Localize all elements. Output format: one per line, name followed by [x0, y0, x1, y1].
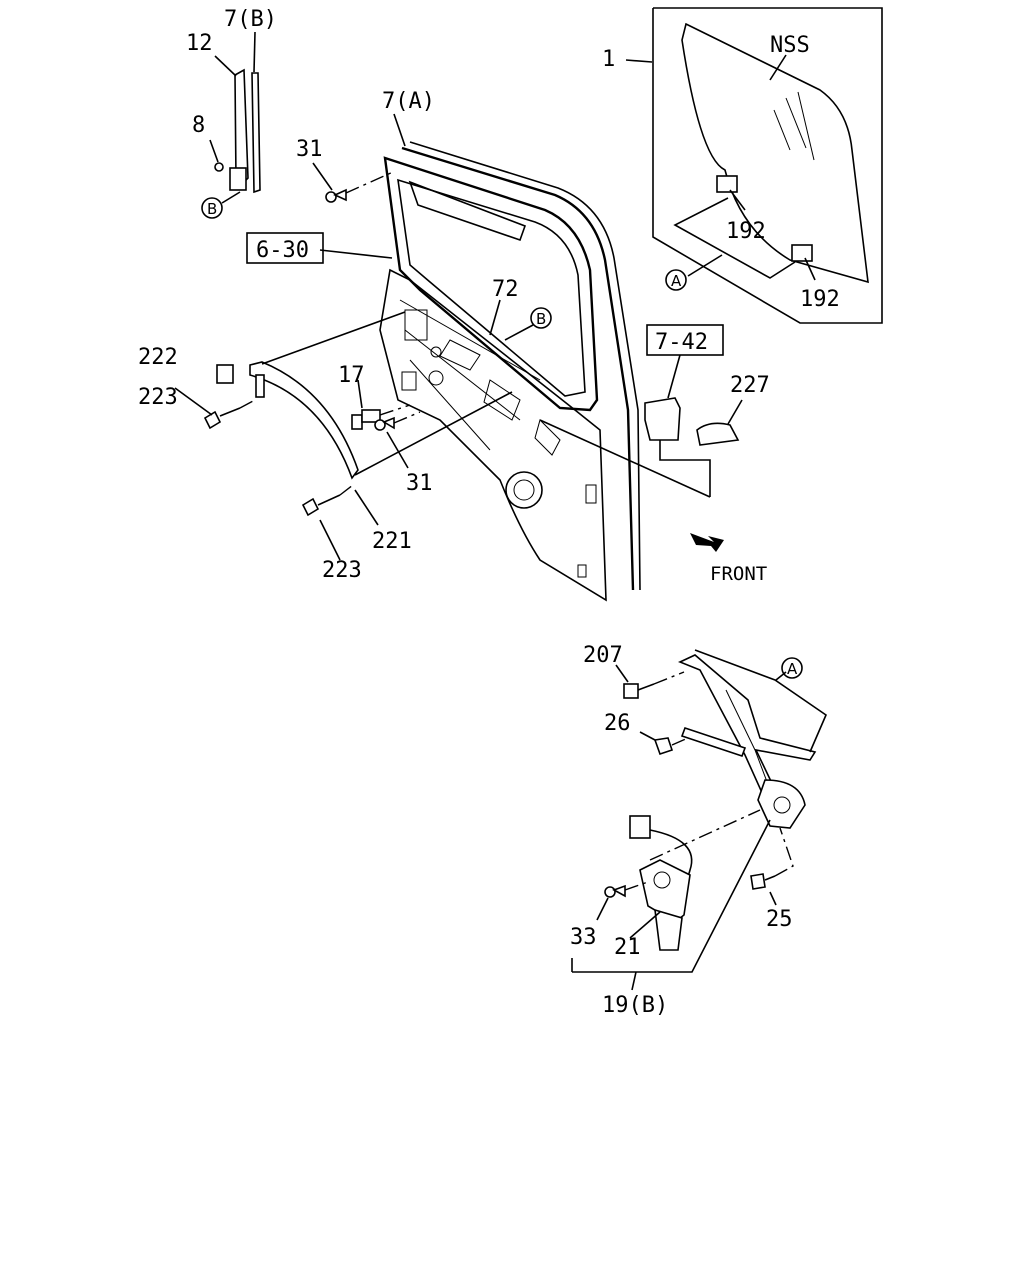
label-31a: 31	[296, 137, 323, 162]
callout-a-glass: A	[665, 269, 687, 291]
label-192b: 192	[800, 287, 840, 312]
label-17: 17	[338, 363, 365, 388]
label-72: 72	[492, 277, 519, 302]
label-7b: 7(B)	[224, 7, 277, 32]
label-31b: 31	[406, 471, 433, 496]
svg-text:B: B	[207, 200, 217, 218]
label-227: 227	[730, 373, 770, 398]
label-nss: NSS	[770, 33, 810, 58]
label-26: 26	[604, 711, 631, 736]
bolts-middle	[351, 379, 421, 469]
label-630-box	[246, 232, 324, 264]
label-221: 221	[372, 529, 412, 554]
lower-sash	[174, 311, 513, 561]
labels: 1 NSS 192 192 7(B) 12 8 7(A) 31 6-30 72 …	[138, 7, 840, 1018]
caps	[539, 354, 743, 552]
label-630: 6-30	[256, 238, 309, 263]
label-7a: 7(A)	[382, 89, 435, 114]
label-742-box	[646, 324, 724, 356]
label-8: 8	[192, 113, 205, 138]
label-12: 12	[186, 31, 213, 56]
label-223b: 223	[322, 558, 362, 583]
callout-b-door: B	[530, 307, 552, 329]
window-regulator	[571, 649, 827, 991]
label-25: 25	[766, 907, 793, 932]
label-207: 207	[583, 643, 623, 668]
door-body	[319, 113, 641, 602]
svg-text:A: A	[671, 272, 682, 290]
callout-a-regulator: A	[781, 657, 803, 679]
label-742: 7-42	[655, 330, 708, 355]
label-19b: 19(B)	[602, 993, 668, 1018]
label-192a: 192	[726, 219, 766, 244]
callouts: A A B B	[201, 197, 803, 679]
glass-inset	[625, 7, 883, 324]
callout-b-channel: B	[201, 197, 223, 219]
label-front: FRONT	[710, 563, 767, 585]
label-1: 1	[602, 47, 615, 72]
label-222: 222	[138, 345, 178, 370]
label-223a: 223	[138, 385, 178, 410]
label-21: 21	[614, 935, 641, 960]
svg-text:A: A	[787, 660, 798, 678]
window-channel	[209, 31, 261, 204]
label-33: 33	[570, 925, 597, 950]
svg-text:B: B	[536, 310, 546, 328]
bolt-31-top	[312, 162, 394, 203]
